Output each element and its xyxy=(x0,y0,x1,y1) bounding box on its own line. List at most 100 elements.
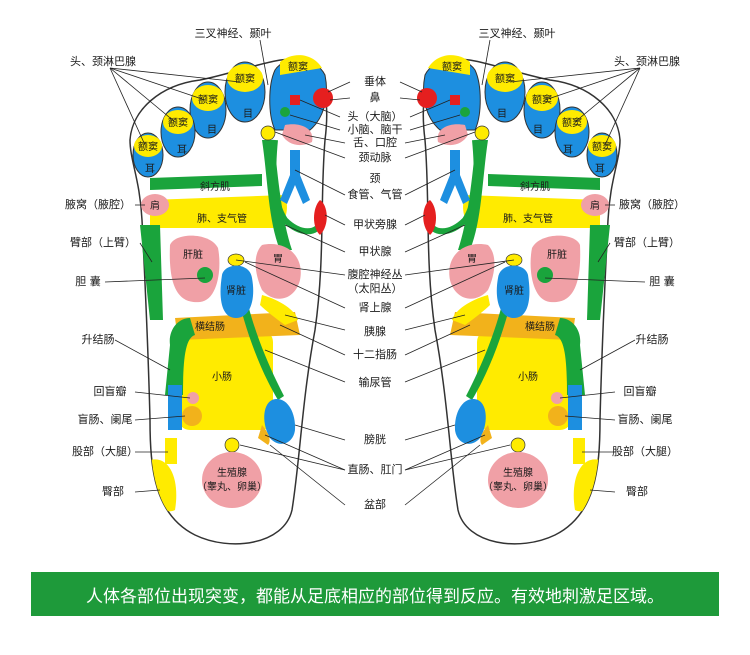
gonad-zone xyxy=(202,452,262,508)
trachea-zone xyxy=(280,150,310,204)
transverse-label: 横结肠 xyxy=(525,320,555,333)
right-foot-zone-labels: 额窦 额窦 目 额窦 目 额窦 耳 额窦 耳 斜方肌 肺、支气管 肩 肝脏 胃 … xyxy=(442,60,612,493)
label-adrenal: 肾上腺 xyxy=(359,300,392,314)
label-carotid: 颈动脉 xyxy=(359,150,392,164)
pituitary-dot xyxy=(290,95,300,105)
sinus-label: 额窦 xyxy=(235,72,255,85)
toe-2: 额窦 目 xyxy=(224,61,266,123)
label-buttock-right: 臀部 xyxy=(626,484,648,498)
label-thigh-right: 股部（大腿） xyxy=(612,444,678,458)
liver-label: 肝脏 xyxy=(547,248,567,261)
ascending-colon-zone xyxy=(165,318,195,395)
eye-label: 目 xyxy=(497,109,507,120)
label-tongue: 舌、口腔 xyxy=(353,135,397,149)
ear-label: 耳 xyxy=(563,144,573,156)
label-celiac: 腹腔神经丛 xyxy=(348,267,403,281)
label-esophagus: 食管、气管 xyxy=(348,187,403,201)
label-nose: 鼻 xyxy=(370,90,381,104)
label-upper-arm-left: 臂部（上臂） xyxy=(70,235,136,249)
stomach-label: 胃 xyxy=(467,253,477,265)
label-parathyroid: 甲状旁腺 xyxy=(353,217,397,231)
caption-banner: 人体各部位出现突变，都能从足底相应的部位得到反应。有效地刺激足区域。 xyxy=(31,572,719,616)
kidney-zone xyxy=(220,265,254,318)
sinus-big-toe xyxy=(280,55,322,75)
toe-5: 额窦 耳 xyxy=(132,132,164,178)
stomach-label: 胃 xyxy=(273,253,283,265)
cecum-zone xyxy=(182,406,202,426)
label-pituitary: 垂体 xyxy=(364,74,386,88)
sinus-label: 额窦 xyxy=(442,60,462,73)
label-celiac-sub: （太阳丛） xyxy=(348,282,403,295)
label-head-lymph-left: 头、颈淋巴腺 xyxy=(70,54,136,68)
label-rectum: 直肠、肛门 xyxy=(348,462,403,476)
label-head-lymph-right: 头、颈淋巴腺 xyxy=(614,54,680,68)
pancreas-zone xyxy=(260,295,298,325)
trapezius-label: 斜方肌 xyxy=(200,180,230,193)
label-pancreas: 胰腺 xyxy=(364,324,386,338)
sinus-label: 额窦 xyxy=(138,140,158,153)
ear-label: 耳 xyxy=(595,163,605,175)
label-gallbladder-left: 胆 囊 xyxy=(75,274,101,288)
label-duodenum: 十二指肠 xyxy=(353,347,397,361)
parathyroid-zone xyxy=(314,200,327,235)
outer-labels: 三叉神经、颞叶 三叉神经、颞叶 头、颈淋巴腺 头、颈淋巴腺 垂体 鼻 头（大脑）… xyxy=(65,26,685,511)
gonad-label: 生殖腺 xyxy=(217,466,247,479)
shoulder-label: 肩 xyxy=(590,199,600,212)
kidney-label: 肾脏 xyxy=(504,284,524,297)
sinus-label: 额窦 xyxy=(288,60,308,73)
toe-3: 额窦 目 xyxy=(189,81,227,139)
eye-label: 目 xyxy=(243,109,253,120)
label-pelvis: 盆部 xyxy=(364,497,386,511)
label-ascending-right: 升结肠 xyxy=(636,333,669,346)
label-cecum-left: 盲肠、阑尾 xyxy=(78,412,133,426)
label-thyroid: 甲状腺 xyxy=(359,244,392,258)
small-intestine-label: 小肠 xyxy=(518,371,538,383)
label-neck: 颈 xyxy=(370,172,381,185)
lung-label: 肺、支气管 xyxy=(503,212,553,225)
small-intestine-zone xyxy=(178,330,273,430)
eye-label: 目 xyxy=(207,125,217,136)
sinus-label: 额窦 xyxy=(562,116,582,129)
label-buttock-left: 臀部 xyxy=(102,484,124,498)
gonad-label: 生殖腺 xyxy=(503,466,533,479)
sinus-label: 额窦 xyxy=(495,72,515,85)
sinus-label: 额窦 xyxy=(592,140,612,153)
label-bladder: 膀胱 xyxy=(364,432,386,446)
label-trigeminal-left: 三叉神经、颞叶 xyxy=(195,26,272,40)
ear-label: 耳 xyxy=(145,163,155,175)
sinus-label: 额窦 xyxy=(168,116,188,129)
label-ileocecal-right: 回盲瓣 xyxy=(624,384,657,398)
transverse-label: 横结肠 xyxy=(195,320,225,333)
nose-dot xyxy=(313,88,333,108)
ear-label: 耳 xyxy=(177,144,187,156)
shoulder-zone xyxy=(141,194,169,216)
ileocecal-zone xyxy=(187,392,199,404)
bladder-zone xyxy=(264,399,296,444)
right-foot xyxy=(417,55,621,545)
label-ureter: 输尿管 xyxy=(359,375,392,389)
gonad-sub-label: （睾丸、卵巢） xyxy=(197,480,267,493)
toe-4: 额窦 耳 xyxy=(160,106,196,158)
gonad-sub-label: （睾丸、卵巢） xyxy=(483,480,553,493)
label-trigeminal-right: 三叉神经、颞叶 xyxy=(479,26,556,40)
sinus-label: 额窦 xyxy=(532,93,552,106)
leader-lines xyxy=(104,39,646,506)
label-thigh-left: 股部（大腿） xyxy=(72,444,138,458)
rectum-zone xyxy=(224,437,240,453)
trapezius-label: 斜方肌 xyxy=(520,180,550,193)
kidney-label: 肾脏 xyxy=(226,284,246,297)
sinus-label: 额窦 xyxy=(198,93,218,106)
shoulder-label: 肩 xyxy=(150,199,160,212)
left-foot: 额窦 额窦 目 额窦 目 额窦 耳 额窦 耳 xyxy=(129,55,333,545)
label-cecum-right: 盲肠、阑尾 xyxy=(618,412,673,426)
lung-zone xyxy=(150,195,287,228)
label-ascending-left: 升结肠 xyxy=(82,333,115,346)
transverse-colon-zone xyxy=(175,312,300,340)
label-armpit-left: 腋窝（腋腔） xyxy=(65,197,131,211)
lung-label: 肺、支气管 xyxy=(197,212,247,225)
label-head-brain: 头（大脑） xyxy=(348,109,403,123)
label-armpit-right: 腋窝（腋腔） xyxy=(619,197,685,211)
label-upper-arm-right: 臂部（上臂） xyxy=(614,235,680,249)
label-gallbladder-right: 胆 囊 xyxy=(649,274,675,288)
